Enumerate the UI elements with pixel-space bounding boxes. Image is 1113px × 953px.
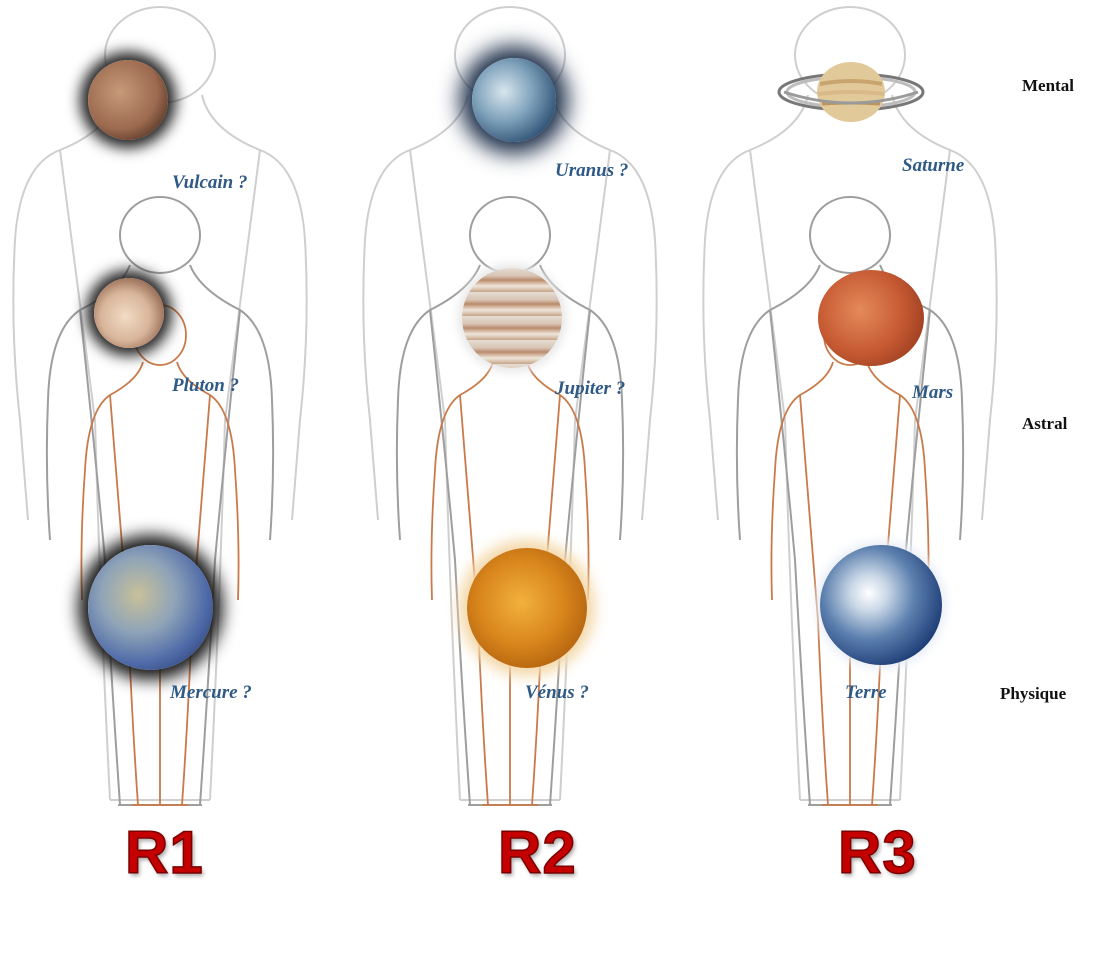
planet-label-terre: Terre bbox=[845, 682, 887, 704]
planet-label-mars: Mars bbox=[912, 382, 953, 404]
planet-label-mercure: Mercure ? bbox=[170, 682, 252, 704]
rank-r1: R1 bbox=[125, 818, 204, 887]
plane-label-physique: Physique bbox=[1000, 684, 1066, 704]
planet-label-uranus: Uranus ? bbox=[555, 160, 628, 182]
planet-label-venus: Vénus ? bbox=[525, 682, 589, 704]
pluto-planet bbox=[94, 278, 164, 348]
body-silhouettes bbox=[0, 0, 330, 820]
mercury-planet bbox=[88, 545, 213, 670]
uranus-planet bbox=[472, 58, 556, 142]
mars-planet bbox=[818, 270, 924, 366]
venus-planet bbox=[467, 548, 587, 668]
jupiter-planet bbox=[462, 268, 562, 368]
planet-label-vulcain: Vulcain ? bbox=[172, 172, 248, 194]
plane-label-astral: Astral bbox=[1022, 414, 1067, 434]
planet-label-saturne: Saturne bbox=[902, 155, 964, 177]
saturn-planet bbox=[776, 52, 926, 132]
column-r1: Vulcain ? Pluton ? Mercure ? R1 bbox=[0, 0, 330, 953]
plane-label-mental: Mental bbox=[1022, 76, 1074, 96]
earth-planet bbox=[820, 545, 942, 665]
planet-label-pluton: Pluton ? bbox=[172, 375, 239, 397]
rank-r3: R3 bbox=[838, 818, 917, 887]
column-r2: Uranus ? Jupiter ? Vénus ? R2 bbox=[350, 0, 680, 953]
rank-r2: R2 bbox=[498, 818, 577, 887]
planet-label-jupiter: Jupiter ? bbox=[555, 378, 625, 400]
vulcan-planet bbox=[88, 60, 168, 140]
column-r3: Saturne Mars Terre R3 bbox=[690, 0, 1020, 953]
